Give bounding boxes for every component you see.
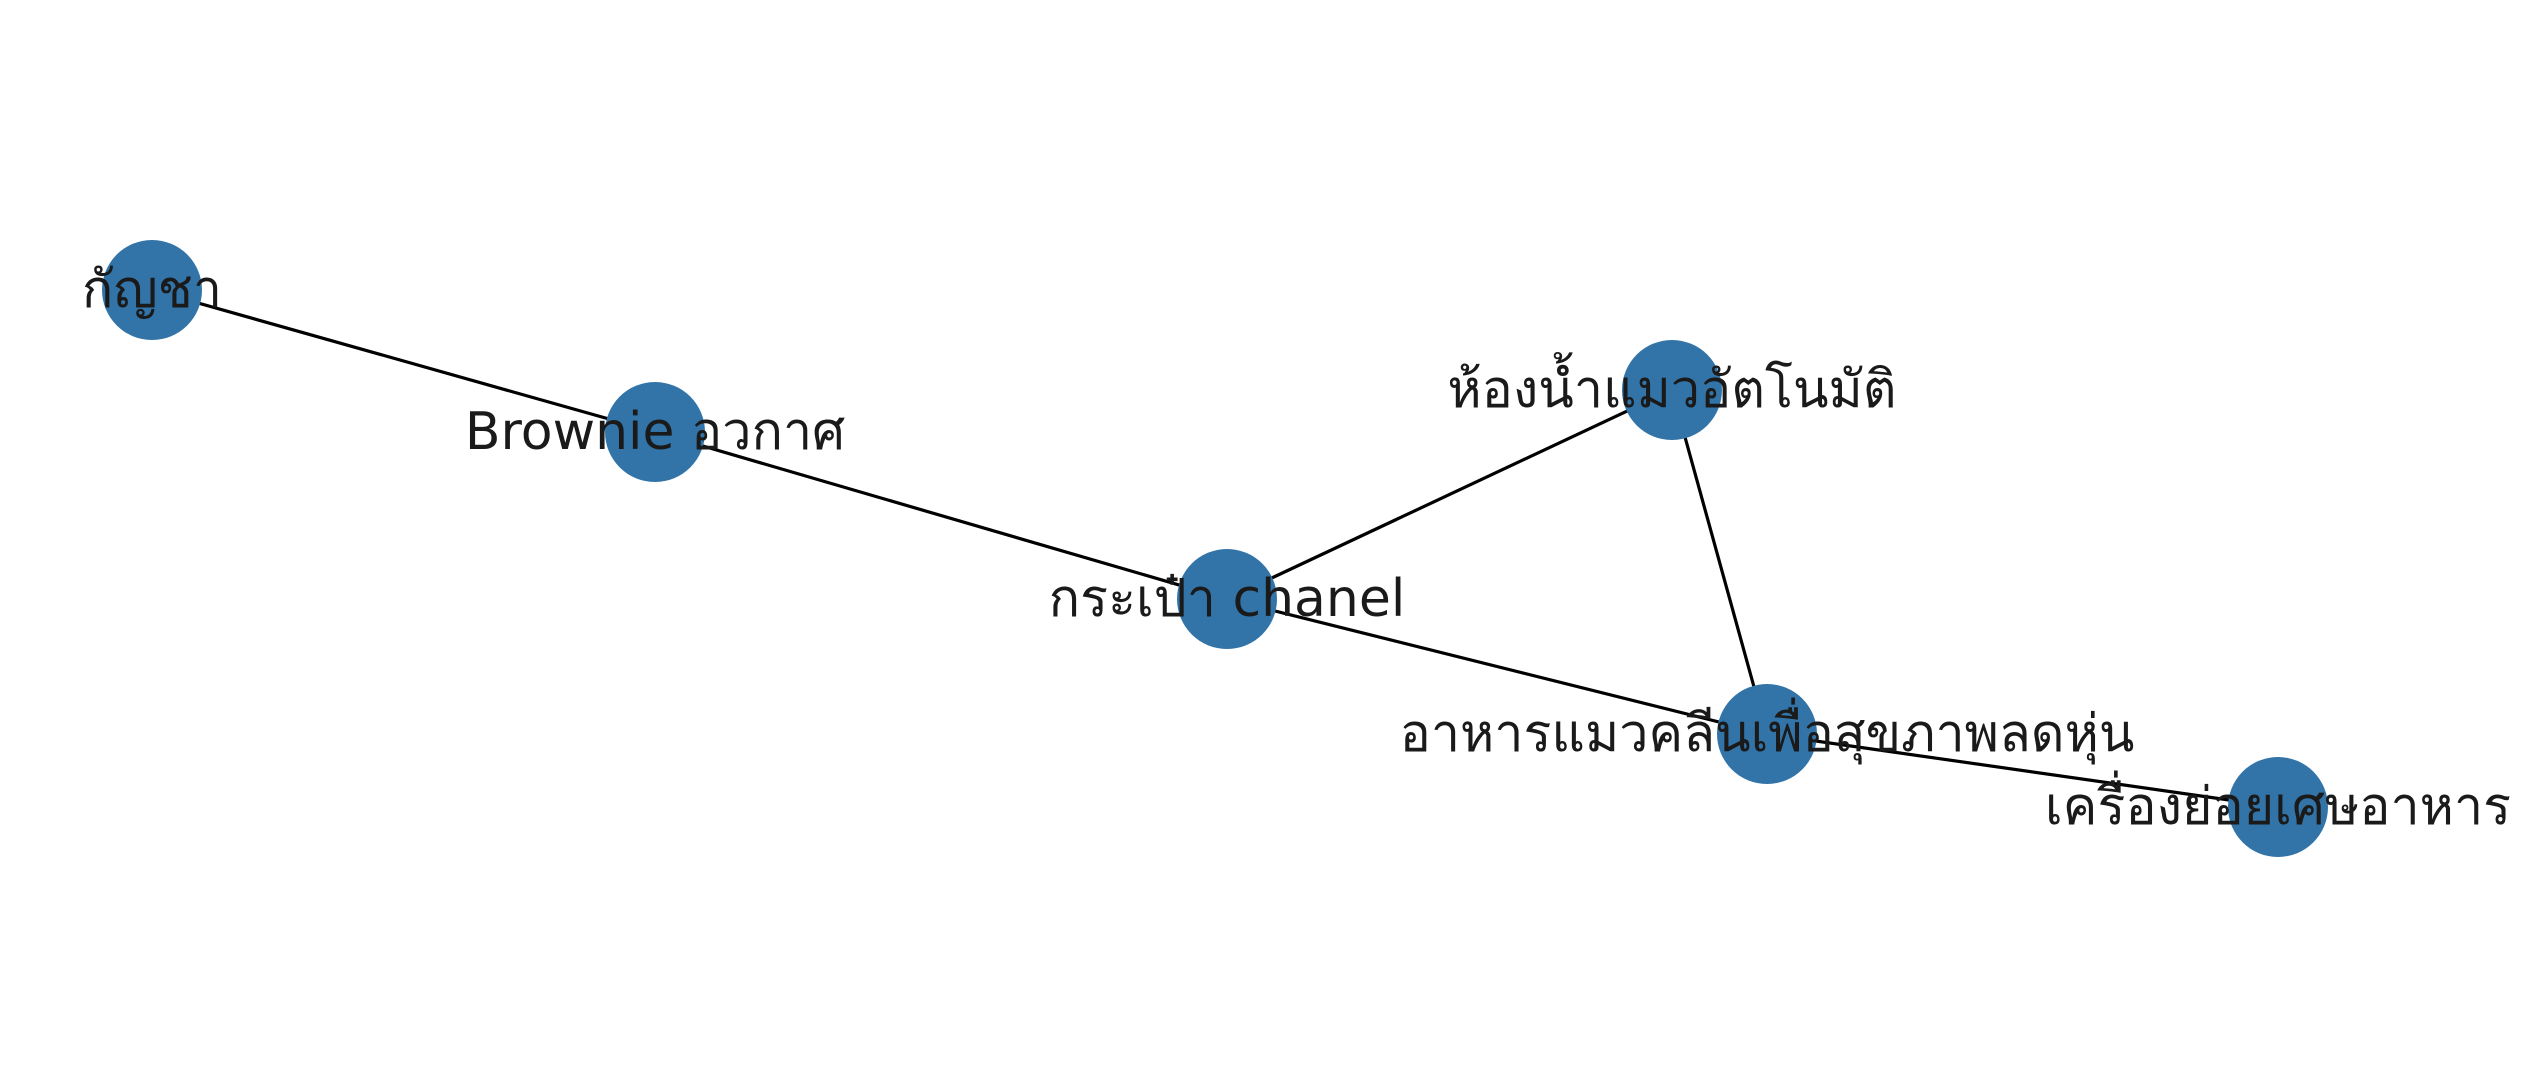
edges-layer [151,288,2279,809]
node-disposer[interactable] [2228,757,2328,857]
edge-chanel-toilet [1226,388,1673,601]
edge-toilet-catfood [1670,389,1769,735]
edge-catfood-disposer [1766,732,2279,809]
node-label-chanel: กระเป๋า chanel [1049,569,1406,629]
node-catfood[interactable] [1717,684,1817,784]
node-kanchha[interactable] [102,240,202,340]
node-label-brownie: Brownie อวกาศ [465,402,845,462]
edge-kanchha-brownie [151,288,656,434]
node-label-kanchha: กัญชา [82,260,222,320]
node-label-toilet: ห้องน้ำแมวอัตโนมัติ [1447,352,1896,420]
edge-brownie-chanel [654,430,1228,601]
node-brownie[interactable] [605,382,705,482]
node-chanel[interactable] [1177,549,1277,649]
node-toilet[interactable] [1622,340,1722,440]
node-label-catfood: อาหารแมวคลีนเพื่อสุขภาพลดหุ่น [1400,697,2135,765]
node-label-disposer: เครื่องย่อยเศษอาหาร [2045,770,2511,837]
nodes-layer [102,240,2328,857]
edge-chanel-catfood [1226,597,1768,736]
